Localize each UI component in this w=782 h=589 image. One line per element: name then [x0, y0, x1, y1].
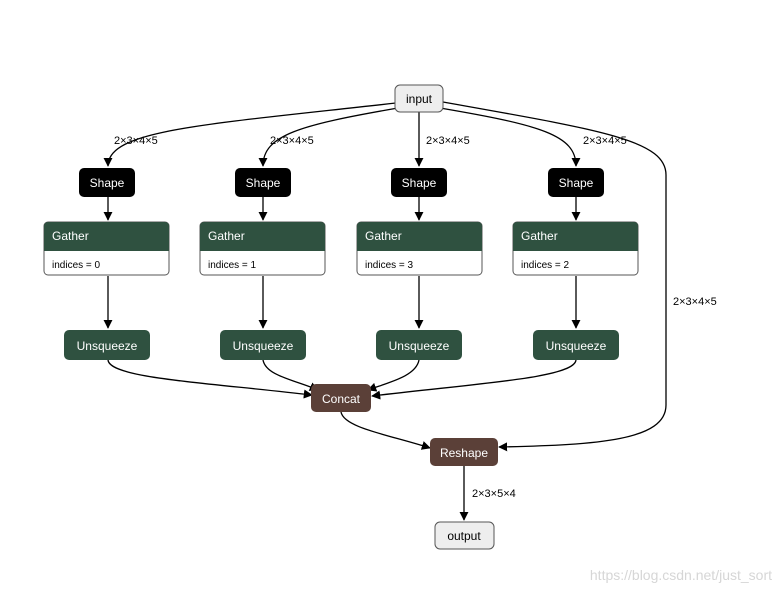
edge-concat-reshape [340, 411, 431, 450]
node-gather-3-title: Gather [365, 229, 402, 243]
node-shape-3[interactable]: Shape [391, 168, 447, 197]
node-reshape-label: Reshape [440, 446, 488, 460]
node-gather-4[interactable]: Gather indices = 2 [512, 221, 639, 276]
node-shape-2-label: Shape [246, 176, 281, 190]
node-gather-3-attr: indices = 3 [365, 260, 414, 271]
edge-label-input-shape-4: 2×3×4×5 [583, 135, 627, 147]
edge-unsqueeze-concat-4 [371, 359, 577, 400]
node-gather-1-attr: indices = 0 [52, 260, 101, 271]
node-gather-2[interactable]: Gather indices = 1 [199, 221, 326, 276]
node-shape-4-label: Shape [559, 176, 594, 190]
node-unsqueeze-4[interactable]: Unsqueeze [533, 330, 619, 360]
edge-label-input-shape-2: 2×3×4×5 [270, 135, 314, 147]
edge-unsqueeze-concat-2 [262, 359, 319, 391]
edge-label-input-shape-3: 2×3×4×5 [426, 135, 470, 147]
node-unsqueeze-3-label: Unsqueeze [389, 339, 450, 353]
node-gather-2-attr: indices = 1 [208, 260, 257, 271]
node-gather-4-title: Gather [521, 229, 558, 243]
node-shape-4[interactable]: Shape [548, 168, 604, 197]
edge-unsqueeze-concat-1 [107, 359, 313, 399]
node-shape-2[interactable]: Shape [235, 168, 291, 197]
node-shape-1[interactable]: Shape [79, 168, 135, 197]
edge-unsqueeze-concat-3 [367, 359, 420, 392]
node-gather-1-title: Gather [52, 229, 89, 243]
node-input[interactable]: input [394, 84, 444, 113]
edge-label-reshape-output: 2×3×5×4 [472, 488, 516, 500]
node-output[interactable]: output [434, 521, 495, 550]
node-unsqueeze-2[interactable]: Unsqueeze [220, 330, 306, 360]
node-concat-label: Concat [322, 392, 361, 406]
node-input-label: input [406, 92, 433, 106]
edge-input-reshape [442, 101, 667, 452]
node-gather-4-attr: indices = 2 [521, 260, 570, 271]
edge-label-input-reshape: 2×3×4×5 [673, 296, 717, 308]
node-unsqueeze-2-label: Unsqueeze [233, 339, 294, 353]
edge-input-shape-1 [103, 102, 397, 167]
node-gather-2-title: Gather [208, 229, 245, 243]
node-unsqueeze-1[interactable]: Unsqueeze [64, 330, 150, 360]
node-shape-1-label: Shape [90, 176, 125, 190]
node-concat[interactable]: Concat [311, 384, 371, 412]
node-shape-3-label: Shape [402, 176, 437, 190]
watermark: https://blog.csdn.net/just_sort [589, 567, 772, 583]
node-gather-1[interactable]: Gather indices = 0 [43, 221, 170, 276]
node-unsqueeze-4-label: Unsqueeze [546, 339, 607, 353]
edge-input-shape-4 [439, 107, 581, 167]
node-output-label: output [447, 529, 481, 543]
node-gather-3[interactable]: Gather indices = 3 [356, 221, 483, 276]
node-reshape[interactable]: Reshape [430, 438, 498, 466]
edge-input-shape-2 [258, 107, 399, 167]
node-unsqueeze-3[interactable]: Unsqueeze [376, 330, 462, 360]
edge-label-input-shape-1: 2×3×4×5 [114, 135, 158, 147]
node-unsqueeze-1-label: Unsqueeze [77, 339, 138, 353]
